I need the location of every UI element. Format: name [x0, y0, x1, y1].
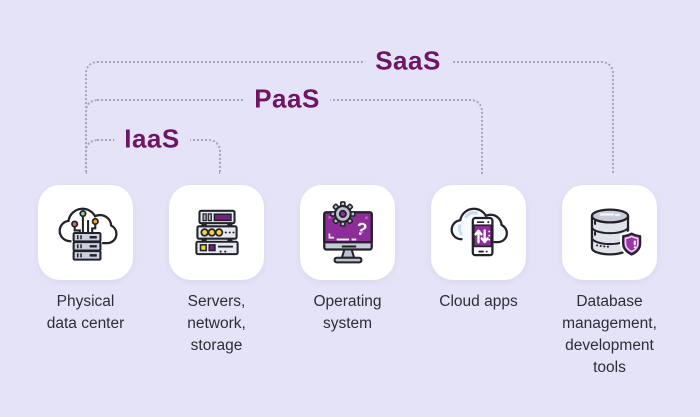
card-label: Operating system — [313, 293, 382, 332]
card-label: Servers, network, storage — [187, 293, 246, 354]
card-label: Physical data center — [46, 293, 125, 332]
server-rack-icon — [194, 209, 239, 255]
column-cloud-apps: Cloud apps — [413, 185, 544, 379]
card-cloud-apps — [431, 185, 526, 280]
column-database-management: Database management, development tools — [544, 185, 675, 379]
card-label: Cloud apps — [439, 293, 518, 310]
database-shield-icon — [590, 207, 643, 258]
card-database-management — [562, 185, 657, 280]
card-physical-data-center — [38, 185, 133, 280]
cloud-data-center-icon — [58, 207, 118, 261]
operating-system-icon: ? — [322, 200, 373, 263]
svg-text:?: ? — [354, 218, 369, 240]
column-physical-data-center: Physical data center — [20, 185, 151, 379]
column-servers-network-storage: Servers, network, storage — [151, 185, 282, 379]
saas-label: SaaS — [365, 45, 451, 77]
iaas-label: IaaS — [114, 123, 190, 155]
cards-row: Physical data center — [20, 185, 680, 379]
paas-label: PaaS — [244, 83, 330, 115]
card-label: Database management, development tools — [562, 293, 657, 376]
column-operating-system: ? Operating system — [282, 185, 413, 379]
cloud-apps-icon — [450, 207, 508, 256]
card-servers-network-storage — [169, 185, 264, 280]
card-operating-system: ? — [300, 185, 395, 280]
